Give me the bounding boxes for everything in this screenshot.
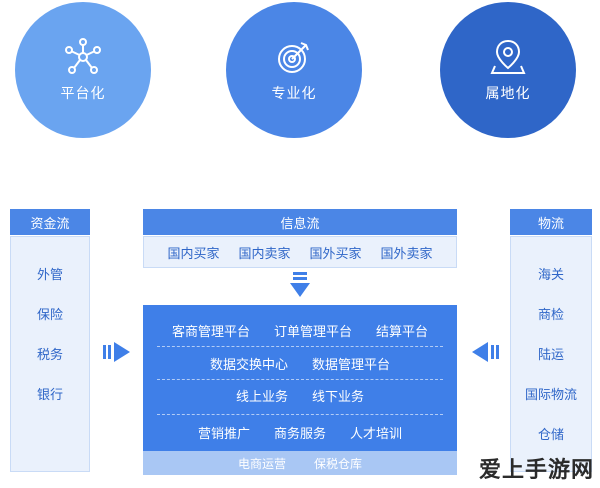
circle-label: 属地化 xyxy=(485,86,531,102)
core-row: 客商管理平台 订单管理平台 结算平台 xyxy=(143,321,457,340)
network-nodes-icon xyxy=(65,38,101,74)
circle-professional: 专业化 xyxy=(226,2,362,138)
core-row: 数据交换中心 数据管理平台 xyxy=(143,354,457,373)
list-item: 国外买家 xyxy=(309,246,362,262)
circle-label: 平台化 xyxy=(60,86,106,102)
capital-flow-header: 资金流 xyxy=(10,209,90,235)
core-item: 人才培训 xyxy=(350,427,403,442)
map-pin-icon xyxy=(490,39,526,74)
circle-localized: 属地化 xyxy=(440,2,576,138)
logistics-panel: 海关 商检 陆运 国际物流 仓储 xyxy=(510,236,592,472)
list-item: 海关 xyxy=(537,268,564,283)
logistics-title: 物流 xyxy=(537,216,564,232)
target-icon xyxy=(278,42,309,73)
circle-label: 专业化 xyxy=(271,86,317,102)
list-item: 外管 xyxy=(36,268,63,283)
arrow-right-icon xyxy=(103,342,130,362)
info-flow-header: 信息流 xyxy=(143,209,457,235)
list-item: 商检 xyxy=(537,308,564,323)
list-item: 国际物流 xyxy=(524,388,577,403)
capital-flow-panel: 外管 保险 税务 银行 xyxy=(10,236,90,472)
core-bottom-item: 电商运营 xyxy=(237,456,286,471)
core-bottom-bar: 电商运营 保税仓库 xyxy=(143,451,457,475)
core-item: 数据交换中心 xyxy=(209,358,288,373)
arrow-down-icon xyxy=(290,272,310,297)
core-item: 线下业务 xyxy=(312,390,365,405)
core-platform: 客商管理平台 订单管理平台 结算平台 数据交换中心 数据管理平台 线上业务 线下… xyxy=(143,305,457,451)
list-item: 仓储 xyxy=(537,428,564,443)
arrow-left-icon xyxy=(472,342,499,362)
circle-platform: 平台化 xyxy=(15,2,151,138)
list-item: 税务 xyxy=(36,348,63,363)
core-row: 线上业务 线下业务 xyxy=(143,386,457,405)
core-item: 数据管理平台 xyxy=(312,358,391,373)
list-item: 保险 xyxy=(36,308,63,323)
info-flow-panel: 国内买家 国内卖家 国外买家 国外卖家 xyxy=(143,236,457,268)
divider xyxy=(157,346,443,347)
core-item: 客商管理平台 xyxy=(171,325,250,340)
core-bottom-item: 保税仓库 xyxy=(314,456,363,471)
core-item: 营销推广 xyxy=(197,427,250,442)
core-item: 结算平台 xyxy=(376,325,429,340)
watermark: 爱上手游网 xyxy=(478,458,594,483)
logistics-header: 物流 xyxy=(510,209,592,235)
list-item: 国内买家 xyxy=(167,246,220,262)
info-flow-title: 信息流 xyxy=(280,216,320,232)
core-item: 线上业务 xyxy=(235,390,288,405)
divider xyxy=(157,414,443,415)
core-row: 营销推广 商务服务 人才培训 xyxy=(143,423,457,442)
divider xyxy=(157,379,443,380)
core-item: 订单管理平台 xyxy=(273,325,352,340)
list-item: 国外卖家 xyxy=(380,246,433,262)
list-item: 陆运 xyxy=(537,348,564,363)
core-item: 商务服务 xyxy=(273,427,326,442)
list-item: 国内卖家 xyxy=(238,246,291,262)
list-item: 银行 xyxy=(36,388,63,403)
capital-flow-title: 资金流 xyxy=(30,216,70,232)
